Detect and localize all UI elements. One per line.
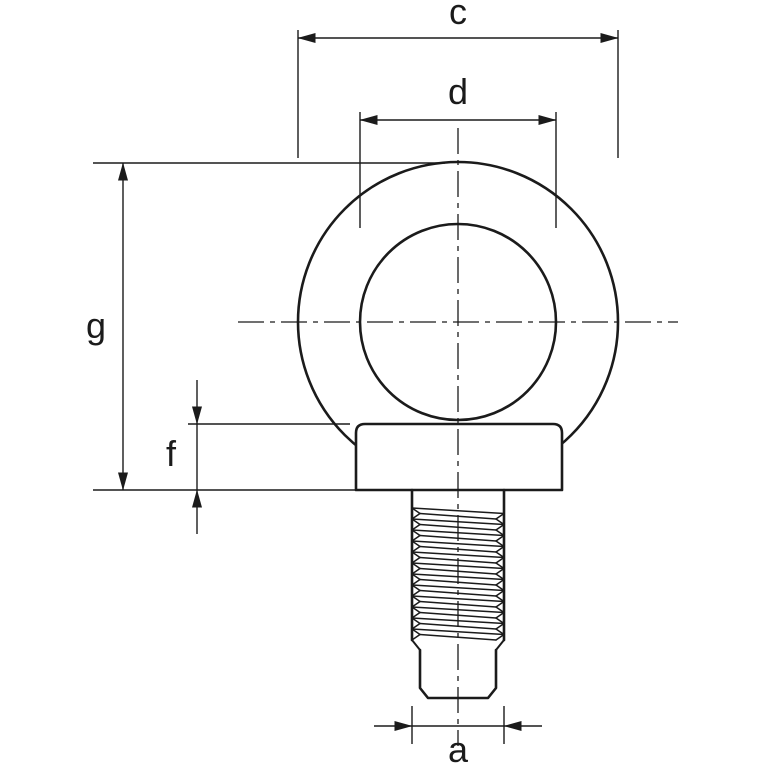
thread-line xyxy=(495,562,505,570)
thread-line xyxy=(495,578,505,586)
thread-line xyxy=(411,507,505,515)
thread-line xyxy=(495,633,505,641)
thread-line xyxy=(495,512,505,520)
thread-line xyxy=(495,529,505,537)
thread-line xyxy=(411,633,421,641)
thread-line xyxy=(411,578,421,586)
centerlines xyxy=(238,128,678,746)
thread-line xyxy=(411,595,421,603)
thread-line xyxy=(411,556,421,564)
thread-line xyxy=(411,628,421,636)
dimension-d: d xyxy=(359,71,557,228)
thread-line xyxy=(411,611,421,619)
thread-line xyxy=(411,606,421,614)
thread-line xyxy=(495,622,505,630)
thread-line xyxy=(411,617,421,625)
dimension-label-a: a xyxy=(448,729,469,768)
thread-line xyxy=(411,584,505,592)
collar xyxy=(354,422,564,492)
thread-line xyxy=(495,628,505,636)
thread-line xyxy=(411,551,505,559)
thread-line xyxy=(411,584,421,592)
thread-line xyxy=(495,595,505,603)
dimension-label-c: c xyxy=(449,0,467,32)
dimension-label-f: f xyxy=(166,433,177,474)
thread-line xyxy=(495,617,505,625)
thread-line xyxy=(411,589,421,597)
thread-line xyxy=(495,551,505,559)
thread-line xyxy=(411,628,505,636)
thread-line xyxy=(411,545,421,553)
dimension-label-d: d xyxy=(448,71,468,112)
thread-line xyxy=(411,622,421,630)
dimension-annotations: c d g xyxy=(86,0,619,768)
thread-line xyxy=(411,567,421,575)
thread-line xyxy=(495,545,505,553)
thread-line xyxy=(495,540,505,548)
dimension-g: g xyxy=(86,162,445,491)
thread-line xyxy=(411,562,421,570)
thread-line xyxy=(495,523,505,531)
thread-line xyxy=(495,567,505,575)
thread-line xyxy=(411,595,505,603)
thread-line xyxy=(411,540,505,548)
dimension-label-g: g xyxy=(86,305,106,346)
dimension-a: a xyxy=(374,706,542,768)
thread-line xyxy=(411,573,421,581)
thread-runout-left xyxy=(411,639,421,651)
thread-line xyxy=(495,584,505,592)
thread-line xyxy=(495,518,505,526)
thread-runout-right xyxy=(495,639,505,651)
thread-line xyxy=(495,556,505,564)
thread-line xyxy=(411,600,421,608)
thread-line xyxy=(411,512,421,520)
thread-line xyxy=(411,540,421,548)
thread-line xyxy=(495,573,505,581)
dimension-f: f xyxy=(166,380,350,534)
thread-line xyxy=(411,529,421,537)
thread-line xyxy=(495,611,505,619)
thread-line xyxy=(495,606,505,614)
thread-line xyxy=(411,534,421,542)
thread-line xyxy=(411,507,421,515)
thread-line xyxy=(495,600,505,608)
dimension-c: c xyxy=(297,0,619,158)
thread-line xyxy=(495,589,505,597)
thread-line xyxy=(411,518,421,526)
thread-line xyxy=(495,534,505,542)
thread-line xyxy=(411,523,421,531)
thread-line xyxy=(411,551,421,559)
